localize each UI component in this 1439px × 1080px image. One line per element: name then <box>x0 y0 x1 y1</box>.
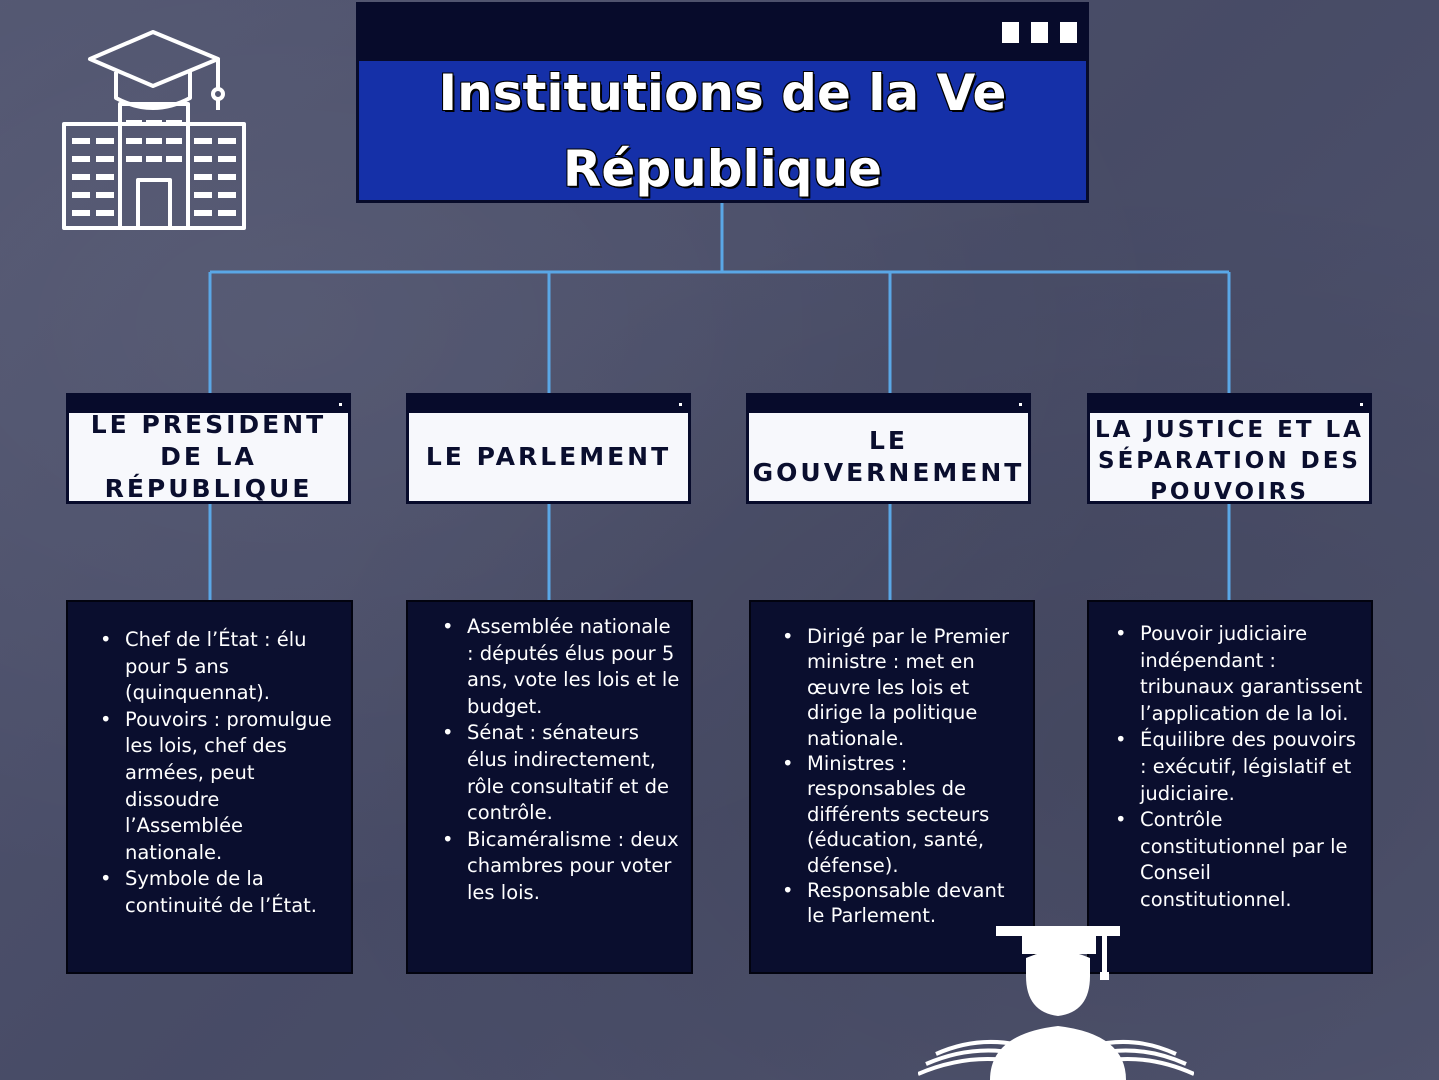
heading-label: LA JUSTICE ET LA SÉPARATION DES POUVOIRS <box>1095 416 1364 505</box>
graduate-reading-book-icon <box>918 926 1194 1080</box>
school-building-graduation-cap-icon <box>62 30 246 230</box>
heading-label: LE PRÉSIDENT DE LA RÉPUBLIQUE <box>90 410 327 503</box>
content-president: Chef de l’État : élu pour 5 ans (quinque… <box>66 600 353 974</box>
heading-parlement: LE PARLEMENT <box>406 393 691 504</box>
heading-president: LE PRÉSIDENT DE LA RÉPUBLIQUE <box>66 393 351 504</box>
heading-justice: LA JUSTICE ET LA SÉPARATION DES POUVOIRS <box>1087 393 1372 505</box>
list-item: Bicaméralisme : deux chambres pour voter… <box>442 827 681 907</box>
list-item: Symbole de la continuité de l’État. <box>100 866 335 919</box>
list-item: Pouvoirs : promulgue les lois, chef des … <box>100 707 335 867</box>
list-item: Équilibre des pouvoirs : exécutif, légis… <box>1115 727 1365 807</box>
bullet-list: Dirigé par le Premier ministre : met en … <box>782 624 1021 929</box>
heading-label: LE GOUVERNEMENT <box>752 426 1025 487</box>
list-item: Sénat : sénateurs élus indirectement, rô… <box>442 720 681 826</box>
list-item: Chef de l’État : élu pour 5 ans (quinque… <box>100 627 335 707</box>
heading-gouvernement: LE GOUVERNEMENT <box>746 393 1031 504</box>
list-item: Responsable devant le Parlement. <box>782 878 1021 929</box>
content-justice: Pouvoir judiciaire indépendant : tribuna… <box>1087 600 1373 974</box>
list-item: Dirigé par le Premier ministre : met en … <box>782 624 1021 751</box>
window-square-icon <box>1060 22 1077 43</box>
window-dot-icon <box>1019 403 1022 406</box>
title-box: Institutions de la Ve République <box>356 2 1089 203</box>
window-dot-icon <box>339 403 342 406</box>
bullet-list: Pouvoir judiciaire indépendant : tribuna… <box>1115 621 1365 914</box>
window-bar <box>359 5 1086 61</box>
content-gouvernement: Dirigé par le Premier ministre : met en … <box>749 600 1035 974</box>
window-square-icon <box>1031 22 1048 43</box>
content-parlement: Assemblée nationale : députés élus pour … <box>406 600 693 974</box>
bullet-list: Assemblée nationale : députés élus pour … <box>442 614 681 907</box>
window-dot-icon <box>1360 403 1363 406</box>
heading-label: LE PARLEMENT <box>425 442 672 471</box>
bullet-list: Chef de l’État : élu pour 5 ans (quinque… <box>100 627 335 920</box>
list-item: Pouvoir judiciaire indépendant : tribuna… <box>1115 621 1365 727</box>
window-square-icon <box>1002 22 1019 43</box>
list-item: Ministres : responsables de différents s… <box>782 751 1021 878</box>
list-item: Assemblée nationale : députés élus pour … <box>442 614 681 720</box>
window-dot-icon <box>679 403 682 406</box>
list-item: Contrôle constitutionnel par le Conseil … <box>1115 807 1365 913</box>
page-title: Institutions de la Ve République <box>438 64 1007 198</box>
